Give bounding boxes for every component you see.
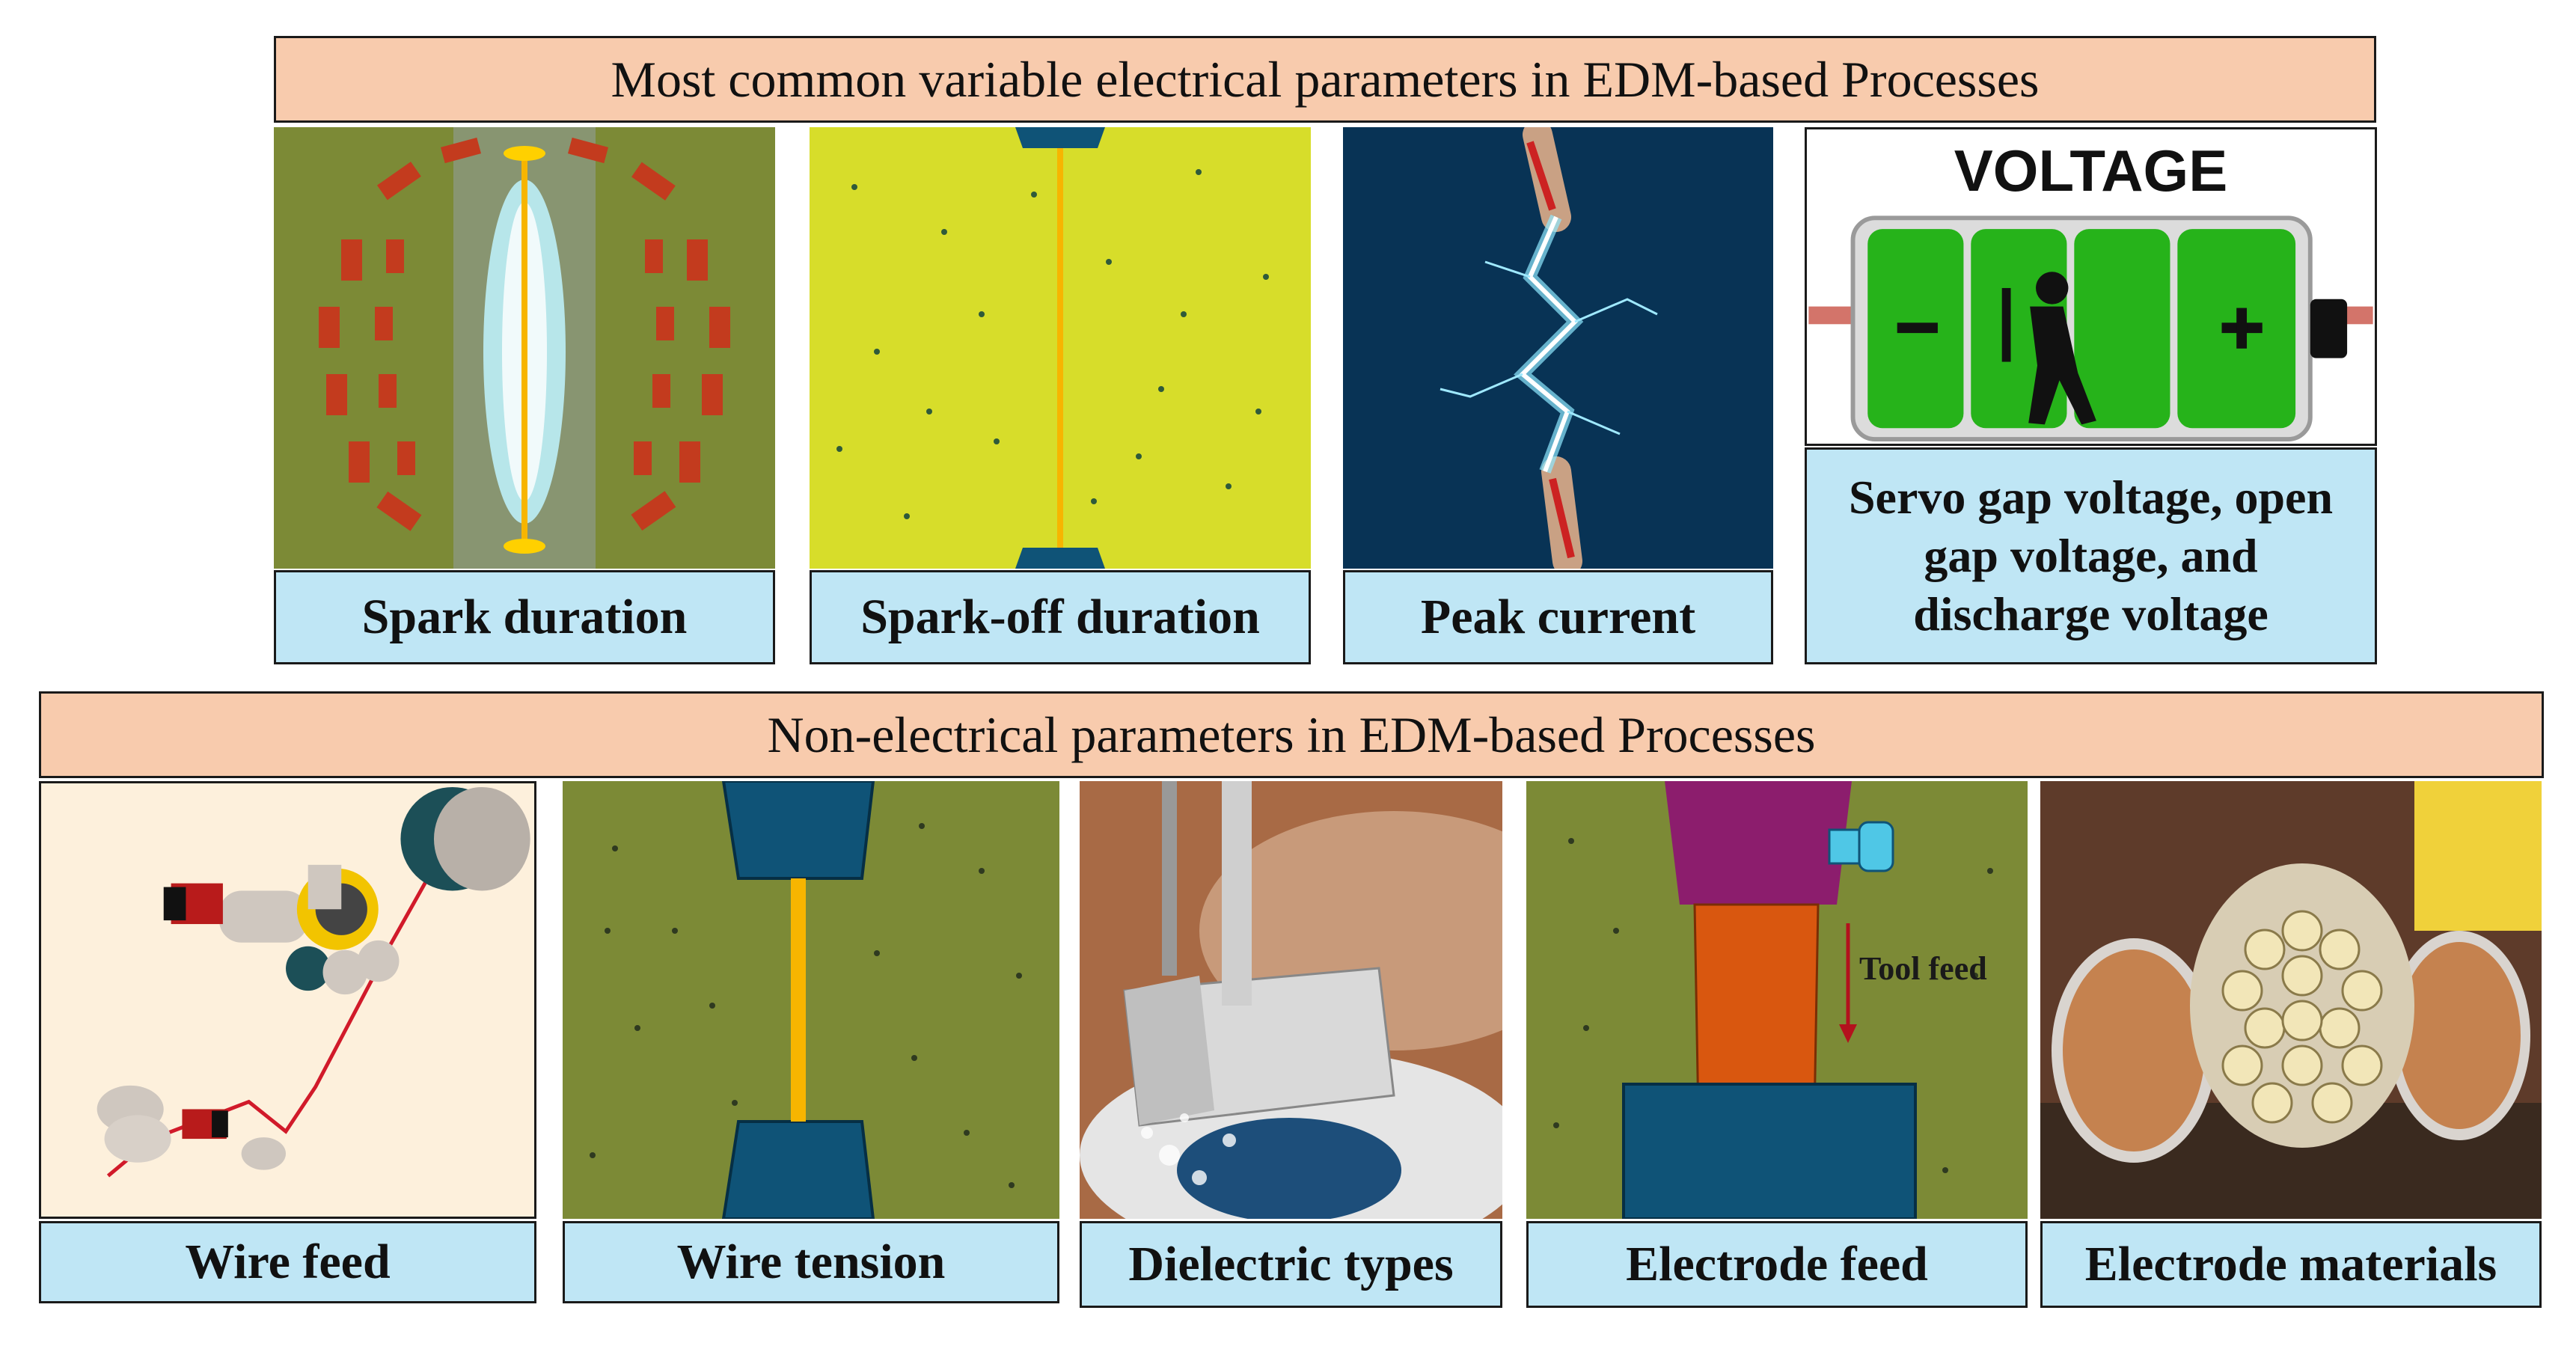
lightning-cable-image bbox=[1343, 127, 1773, 569]
spark-duration-panel bbox=[274, 127, 775, 569]
electrode-materials-panel bbox=[2040, 781, 2542, 1219]
voltage-caption: Servo gap voltage, open gap voltage, and… bbox=[1805, 447, 2377, 664]
battery-voltage-image bbox=[1808, 215, 2373, 442]
tool-feed-label: Tool feed bbox=[1859, 950, 1987, 987]
spark-duration-caption: Spark duration bbox=[274, 570, 775, 664]
dielectric-types-panel bbox=[1080, 781, 1502, 1219]
peak-current-caption: Peak current bbox=[1343, 570, 1773, 664]
voltage-label: VOLTAGE bbox=[1954, 138, 2228, 204]
electrical-parameters-banner: Most common variable electrical paramete… bbox=[274, 36, 2376, 123]
non-electrical-parameters-banner: Non-electrical parameters in EDM-based P… bbox=[39, 691, 2544, 778]
electrode-feed-image bbox=[1526, 781, 2028, 1219]
wire-tension-caption: Wire tension bbox=[563, 1221, 1059, 1303]
electrode-feed-caption: Electrode feed bbox=[1526, 1221, 2028, 1308]
wire-feed-caption: Wire feed bbox=[39, 1221, 536, 1303]
idle-wire-gap-image bbox=[810, 127, 1311, 569]
voltage-panel: VOLTAGE bbox=[1805, 127, 2377, 446]
peak-current-panel bbox=[1343, 127, 1773, 569]
dielectric-types-caption: Dielectric types bbox=[1080, 1221, 1502, 1308]
spark-off-duration-panel bbox=[810, 127, 1311, 569]
spark-between-electrodes-image bbox=[274, 127, 775, 569]
dielectric-fluid-machining-image bbox=[1080, 781, 1502, 1219]
wire-feed-rollers-image bbox=[41, 783, 534, 1217]
wire-feed-panel bbox=[39, 781, 536, 1219]
electrode-wire-bundles-image bbox=[2040, 781, 2542, 1219]
wire-tension-image bbox=[563, 781, 1059, 1219]
electrode-feed-panel: Tool feed bbox=[1526, 781, 2028, 1219]
electrode-materials-caption: Electrode materials bbox=[2040, 1221, 2542, 1308]
spark-off-duration-caption: Spark-off duration bbox=[810, 570, 1311, 664]
wire-tension-panel bbox=[563, 781, 1059, 1219]
